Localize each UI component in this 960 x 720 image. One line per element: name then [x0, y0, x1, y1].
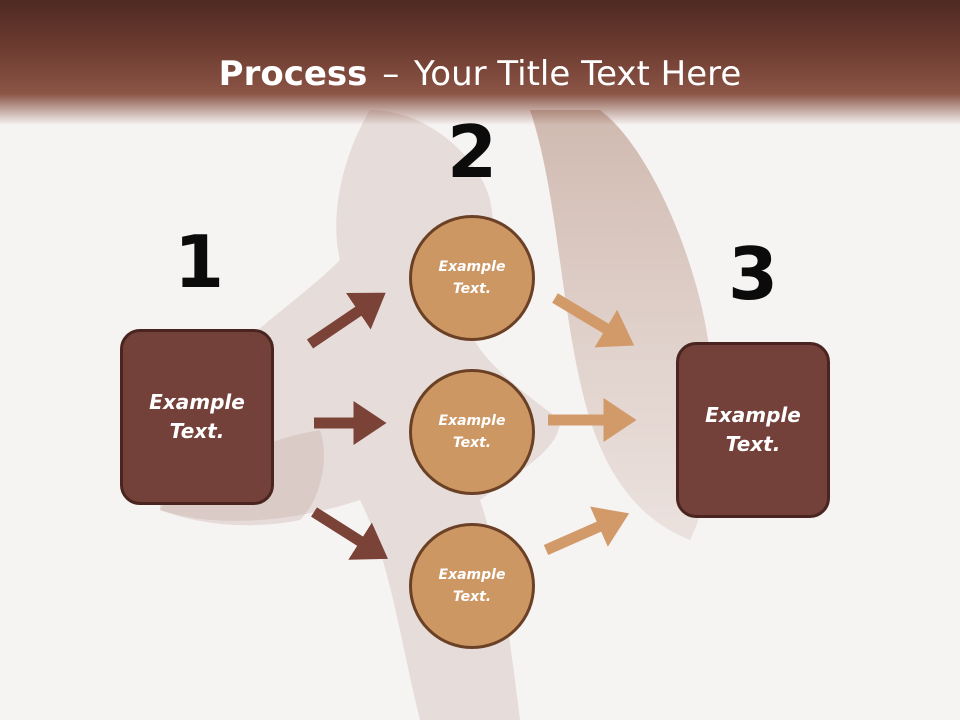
step-3-label: Example Text.	[705, 403, 801, 456]
title-bold: Process	[218, 54, 368, 94]
step-2-circle-bottom: Example Text.	[409, 523, 535, 649]
arrow-1-to-2c	[311, 507, 388, 560]
title-dash: –	[382, 54, 400, 94]
arrow-2c-to-3	[543, 506, 630, 556]
circle-top-label: Example Text.	[438, 259, 506, 297]
step-3-box: Example Text.	[676, 342, 830, 518]
step-1-label: Example Text.	[149, 390, 245, 443]
step-number-2: 2	[446, 110, 498, 194]
arrow-2a-to-3	[552, 293, 635, 348]
title-rest: Your Title Text Here	[414, 54, 742, 94]
step-number-3: 3	[727, 232, 779, 316]
step-2-circle-top: Example Text.	[409, 215, 535, 341]
circle-middle-label: Example Text.	[438, 413, 506, 451]
step-1-box: Example Text.	[120, 329, 274, 505]
header-bar	[0, 0, 960, 125]
step-2-circle-middle: Example Text.	[409, 369, 535, 495]
circle-bottom-label: Example Text.	[438, 567, 506, 605]
page-title: Process – Your Title Text Here	[0, 52, 960, 96]
arrow-1-to-2a	[306, 292, 386, 349]
step-number-1: 1	[173, 220, 225, 304]
